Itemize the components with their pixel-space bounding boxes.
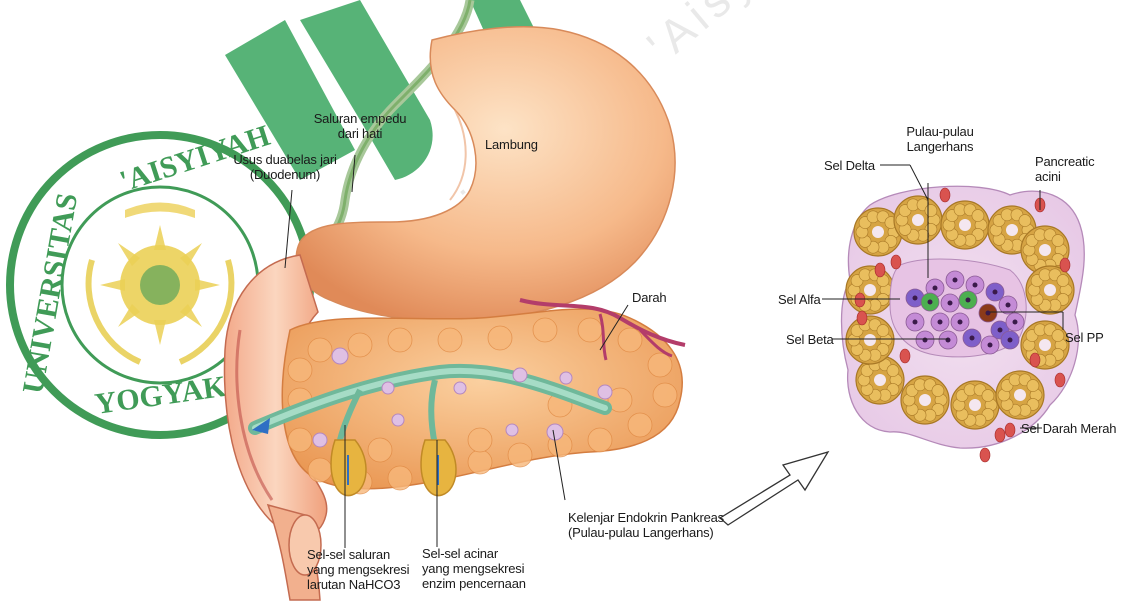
red-blood-cell xyxy=(857,311,867,325)
label-duodenum: Usus duabelas jari(Duodenum) xyxy=(215,152,355,182)
islet-cell xyxy=(951,313,969,331)
seal-book-icon xyxy=(125,203,195,219)
red-blood-cell xyxy=(995,428,1005,442)
islet-cell xyxy=(963,329,981,347)
pancreas-lobule xyxy=(618,328,642,352)
acinus xyxy=(846,316,894,364)
acinus xyxy=(996,371,1044,419)
pancreas-lobule xyxy=(468,450,492,474)
pancreas-lobule xyxy=(308,458,332,482)
arrow-right-icon xyxy=(720,452,828,525)
islet-cell xyxy=(999,296,1017,314)
acinus xyxy=(901,376,949,424)
pancreas-lobule xyxy=(588,428,612,452)
islet-cell xyxy=(931,313,949,331)
pancreas-lobule xyxy=(508,443,532,467)
red-blood-cell xyxy=(980,448,990,462)
langerhans-islet xyxy=(890,259,1026,357)
pancreas-lobule xyxy=(653,383,677,407)
pancreas-lobule xyxy=(288,358,312,382)
pancreas-lobule xyxy=(288,428,312,452)
islet-cell xyxy=(979,304,997,322)
islet-cell xyxy=(906,313,924,331)
label-pp-cell: Sel PP xyxy=(1065,330,1104,345)
red-blood-cell xyxy=(1030,353,1040,367)
sun-emblem-icon xyxy=(100,225,220,345)
red-blood-cell xyxy=(940,188,950,202)
label-alpha-cell: Sel Alfa xyxy=(778,292,821,307)
label-endocrine-gland: Kelenjar Endokrin Pankreas(Pulau-pulau L… xyxy=(568,510,724,540)
red-blood-cell xyxy=(1055,373,1065,387)
label-red-blood-cell: Sel Darah Merah xyxy=(1021,421,1116,436)
pancreas-lobule xyxy=(533,318,557,342)
pancreas-lobule xyxy=(438,328,462,352)
red-blood-cell xyxy=(891,255,901,269)
islet-cell xyxy=(941,294,959,312)
red-blood-cell xyxy=(900,349,910,363)
label-blood: Darah xyxy=(632,290,666,305)
pancreas-lobule xyxy=(308,338,332,362)
red-blood-cell xyxy=(1005,423,1015,437)
acinus xyxy=(941,201,989,249)
islet-cell xyxy=(939,331,957,349)
label-stomach: Lambung xyxy=(485,137,538,152)
pancreas-lobule xyxy=(368,438,392,462)
acinus xyxy=(894,196,942,244)
islet-cell xyxy=(946,271,964,289)
acinus xyxy=(846,266,894,314)
pancreas-lobule xyxy=(468,428,492,452)
islet-cell xyxy=(921,293,939,311)
islet-cell xyxy=(1001,331,1019,349)
pancreas-lobule xyxy=(348,333,372,357)
islet-cell xyxy=(981,336,999,354)
label-beta-cell: Sel Beta xyxy=(786,332,834,347)
label-delta-cell: Sel Delta xyxy=(824,158,875,173)
islet-cell xyxy=(959,291,977,309)
pancreas-lobule xyxy=(648,353,672,377)
acinus xyxy=(951,381,999,429)
pancreas-lobule xyxy=(578,318,602,342)
red-blood-cell xyxy=(1060,258,1070,272)
acinus xyxy=(1021,321,1069,369)
red-blood-cell xyxy=(875,263,885,277)
pancreas-lobule xyxy=(388,328,412,352)
islet-cell xyxy=(1006,313,1024,331)
islet-cell xyxy=(916,331,934,349)
pancreas-lobule xyxy=(628,413,652,437)
pancreas-lobule xyxy=(388,466,412,490)
red-blood-cell xyxy=(855,293,865,307)
acinus xyxy=(1026,266,1074,314)
islet-cell xyxy=(986,283,1004,301)
pancreas-lobule xyxy=(488,326,512,350)
